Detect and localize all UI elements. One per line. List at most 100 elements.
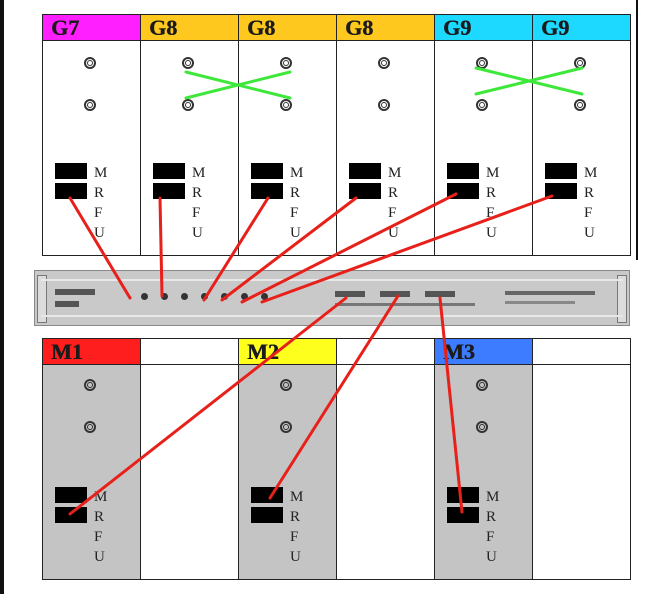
port-letter-f: F [584,205,593,221]
chassis-panel-block [505,301,575,304]
port-letter-r: R [584,185,595,201]
fiber-port-icon [55,183,87,199]
port-letter-r: R [192,185,203,201]
chassis-right-handle [617,275,627,323]
port-letter-m: M [290,489,304,505]
fiber-port-icon [251,163,283,179]
port-letter-r: R [94,509,105,525]
port-letter-r: R [486,509,497,525]
green-cross-icon-stroke [474,66,584,96]
module-header-label: G9 [533,15,630,41]
module-header-label [141,339,238,365]
bottom-module-4[interactable] [336,338,435,580]
module-header-label: G9 [435,15,532,41]
connector-icon [280,421,292,433]
chassis-panel-block [55,301,79,307]
chassis-port-dot [241,293,248,300]
patch-cable-5 [240,192,458,304]
port-letter-u: U [290,225,301,241]
port-letter-f: F [290,205,299,221]
connector-icon [476,99,488,111]
port-letter-m: M [290,165,304,181]
port-letter-f: F [486,205,495,221]
port-letter-f: F [94,205,103,221]
connector-icon [84,99,96,111]
port-letter-u: U [584,225,595,241]
port-letter-m: M [94,165,108,181]
chassis-port-dot [141,293,148,300]
port-letter-u: U [388,225,399,241]
fiber-port-icon [447,163,479,179]
module-header-label: M1 [43,339,140,365]
port-letter-u: U [94,225,105,241]
patch-cable-2 [158,196,164,298]
module-header-label [533,339,630,365]
chassis-rail-top [41,279,623,281]
chassis-panel-block [335,303,475,306]
module-header-label: G8 [337,15,434,41]
fiber-port-icon [153,183,185,199]
port-letter-m: M [192,165,206,181]
fiber-port-icon [447,487,479,503]
connector-icon [378,57,390,69]
patch-cable-8 [268,294,400,500]
port-letter-f: F [486,529,495,545]
left-frame-edge [0,0,4,594]
port-letter-m: M [486,489,500,505]
port-letter-u: U [290,549,301,565]
bottom-module-6[interactable] [532,338,631,580]
chassis-port-dot [161,293,168,300]
port-letter-u: U [94,549,105,565]
port-letter-f: F [94,529,103,545]
port-letter-m: M [584,165,598,181]
module-header-label: G7 [43,15,140,41]
connector-icon [182,57,194,69]
chassis-panel-block [55,289,95,295]
fiber-port-icon [349,163,381,179]
port-letter-r: R [94,185,105,201]
bottom-module-2[interactable] [140,338,239,580]
port-letter-r: R [290,509,301,525]
fiber-port-icon [251,507,283,523]
connector-icon [476,379,488,391]
patch-cable-7 [68,296,348,516]
connector-icon [84,379,96,391]
connector-icon [476,421,488,433]
module-header-label: M2 [239,339,336,365]
module-header-label [337,339,434,365]
chassis-panel-block [335,291,365,297]
chassis-panel-block [425,291,455,297]
patch-cable-4 [220,196,358,302]
fiber-port-icon [447,507,479,523]
chassis-port-dot [261,293,268,300]
chassis-panel-block [380,291,410,297]
port-letter-r: R [290,185,301,201]
patch-cable-9 [438,296,464,514]
rack-chassis [34,270,630,326]
patch-cable-6 [260,194,554,304]
connector-icon [280,379,292,391]
chassis-port-dot [181,293,188,300]
connector-icon [182,99,194,111]
port-letter-r: R [388,185,399,201]
port-letter-f: F [290,529,299,545]
port-letter-f: F [388,205,397,221]
module-header-label: G8 [239,15,336,41]
port-letter-f: F [192,205,201,221]
module-header-label: G8 [141,15,238,41]
fiber-port-icon [349,183,381,199]
fiber-port-icon [55,487,87,503]
fiber-port-icon [55,163,87,179]
fiber-port-icon [153,163,185,179]
port-letter-u: U [486,225,497,241]
right-frame-edge [636,0,638,260]
